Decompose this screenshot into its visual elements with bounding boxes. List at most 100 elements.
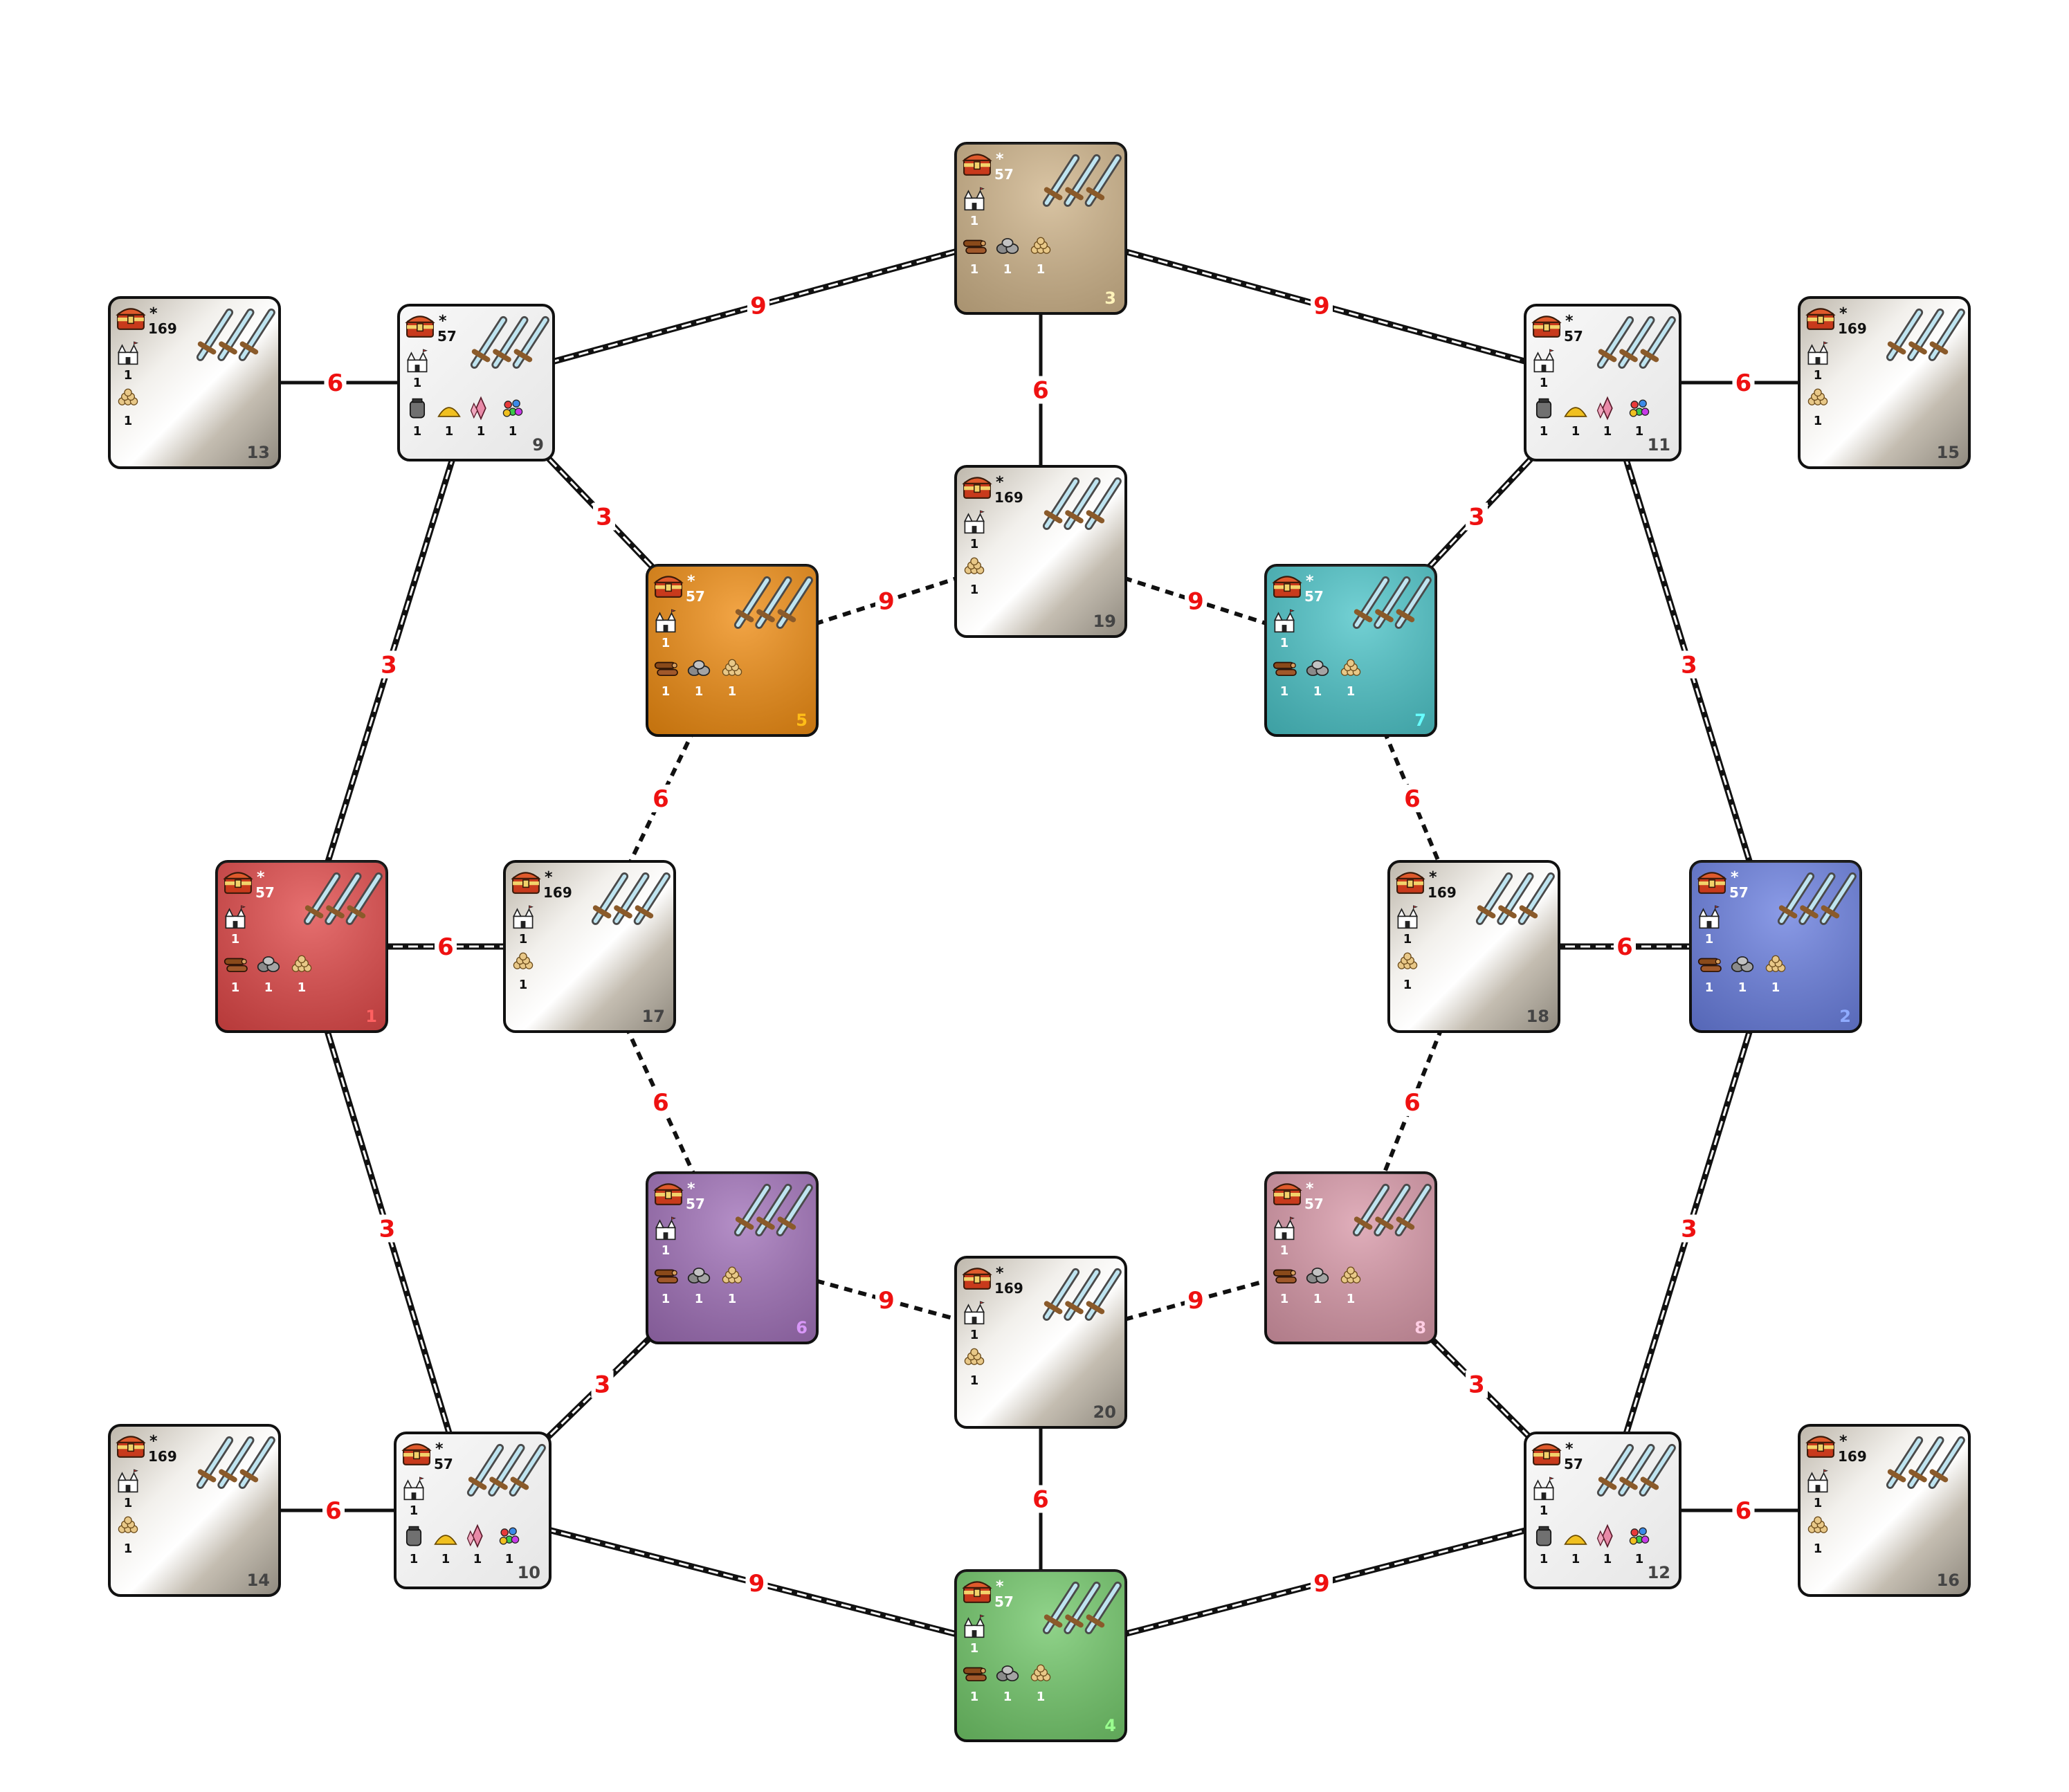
connection-guard-value: 9 xyxy=(1187,1287,1204,1315)
treasure-value: 57 xyxy=(1564,1456,1583,1472)
gold-pile-icon xyxy=(1030,1664,1051,1681)
connection-9-3[interactable]: 9 xyxy=(475,225,1042,386)
zone-number: 15 xyxy=(1937,443,1960,462)
gold-pile-icon xyxy=(1807,388,1828,405)
town-count: 1 xyxy=(970,1328,979,1342)
gold-pile-count: 1 xyxy=(1814,414,1823,428)
connection-label-bg xyxy=(745,1569,768,1597)
crystal-icon xyxy=(466,1524,483,1548)
swords-icon xyxy=(1042,1581,1122,1634)
castle-count: 1 xyxy=(231,932,240,947)
star-mark: * xyxy=(687,1180,695,1198)
connection-label-bg xyxy=(591,1370,614,1398)
connection-guard-value: 6 xyxy=(1735,369,1752,397)
ore-count: 1 xyxy=(1003,262,1012,277)
treasure-value: 169 xyxy=(148,1448,177,1465)
connection-guard-value: 9 xyxy=(750,293,767,320)
treasure-value: 169 xyxy=(1428,884,1457,901)
swords-icon xyxy=(466,1443,546,1497)
chest-icon xyxy=(653,576,684,598)
connection-17-6[interactable]: 6 xyxy=(587,945,734,1259)
sulfur-count: 1 xyxy=(1571,1552,1580,1566)
wood-count: 1 xyxy=(1705,980,1714,995)
chest-icon xyxy=(1272,576,1302,598)
connection-4-12[interactable]: 9 xyxy=(1039,1507,1604,1659)
connection-guard-value: 9 xyxy=(878,588,895,616)
connection-9-1[interactable]: 3 xyxy=(298,381,480,948)
town-count: 1 xyxy=(410,1503,419,1518)
castle-count: 1 xyxy=(662,636,671,650)
connection-guard-value: 6 xyxy=(653,785,669,813)
connection-1-10[interactable]: 3 xyxy=(298,945,476,1512)
swords-icon xyxy=(1042,477,1122,530)
wood-count: 1 xyxy=(662,684,671,699)
wood-icon xyxy=(1273,1269,1297,1284)
connection-guard-value: 3 xyxy=(596,504,612,531)
connection-guard-value: 3 xyxy=(1681,652,1697,679)
connection-label-bg xyxy=(1185,587,1207,615)
zone-number: 16 xyxy=(1937,1571,1960,1590)
connection-10-4[interactable]: 9 xyxy=(471,1507,1042,1659)
gems-icon xyxy=(499,1527,520,1545)
connection-11-2[interactable]: 3 xyxy=(1599,381,1779,948)
chest-icon xyxy=(962,1268,992,1290)
gems-count: 1 xyxy=(1635,1552,1644,1566)
mercury-icon xyxy=(409,398,426,419)
town-count: 1 xyxy=(519,932,528,947)
mercury-count: 1 xyxy=(410,1552,419,1566)
swords-icon xyxy=(1777,872,1857,925)
connection-label-bg xyxy=(376,1214,399,1243)
connection-guard-value: 6 xyxy=(1404,785,1421,813)
gold-pile-icon xyxy=(964,557,985,574)
star-mark: * xyxy=(996,474,1004,491)
gold-pile-icon xyxy=(722,659,742,676)
connection-19-7[interactable]: 9 xyxy=(1040,549,1351,652)
treasure-value: 169 xyxy=(994,489,1023,506)
town-icon xyxy=(1397,905,1418,929)
wood-icon xyxy=(1273,661,1297,677)
connection-5-17[interactable]: 6 xyxy=(587,649,734,948)
castle-icon xyxy=(964,187,985,211)
town-icon xyxy=(513,905,534,929)
connection-label-bg xyxy=(1614,933,1636,960)
connection-label-bg xyxy=(1401,785,1423,812)
castle-icon xyxy=(655,609,676,633)
swords-icon xyxy=(196,308,275,361)
chest-icon xyxy=(1531,316,1562,338)
chest-icon xyxy=(405,316,435,338)
star-mark: * xyxy=(149,1433,158,1450)
town-icon xyxy=(1807,1469,1828,1493)
connection-5-19[interactable]: 9 xyxy=(731,549,1041,652)
connection-3-11[interactable]: 9 xyxy=(1039,225,1604,386)
swords-icon xyxy=(1352,1183,1432,1236)
gold-pile-icon xyxy=(118,1516,138,1533)
ore-icon xyxy=(687,660,711,677)
gold-pile-count: 1 xyxy=(1347,684,1356,699)
connection-label-bg xyxy=(650,785,672,812)
treasure-value: 57 xyxy=(994,1593,1014,1610)
connection-guard-value: 6 xyxy=(1735,1497,1752,1525)
chest-icon xyxy=(1805,1436,1836,1458)
connection-label-bg xyxy=(1401,1088,1423,1116)
connection-2-12[interactable]: 3 xyxy=(1599,945,1779,1512)
